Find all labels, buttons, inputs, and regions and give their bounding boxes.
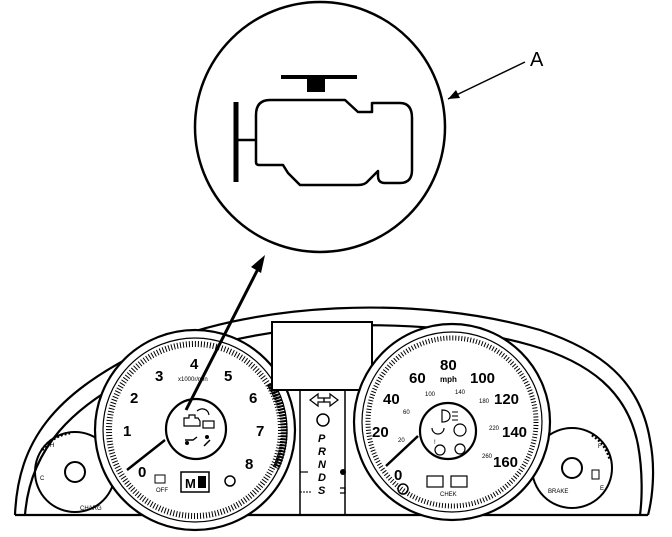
label-leader-line [447, 61, 526, 100]
speed-needle [385, 435, 419, 467]
mph-number-140: 140 [502, 424, 527, 441]
vsa-off-icon: OFF [154, 474, 168, 494]
door-ajar-icon [340, 487, 346, 494]
mph-number-120: 120 [494, 391, 519, 408]
turn-signal-right-icon [323, 392, 339, 408]
tach-number-2: 2 [130, 390, 138, 407]
gear-letter-r: R [318, 446, 326, 458]
indicator-dot [340, 469, 346, 475]
turn-signal-left-icon [309, 392, 325, 408]
cruise-icon [426, 475, 444, 488]
door-icon [196, 408, 210, 416]
fog-light-icon [300, 471, 312, 493]
tpms-icon: ! [431, 427, 445, 446]
speed-unit: mph [440, 375, 457, 384]
charge-label: CHARG [80, 506, 102, 512]
tach-number-1: 1 [123, 423, 131, 440]
tach-number-4: 4 [190, 356, 199, 373]
left-small-gauge: H C CHARG [34, 431, 116, 513]
tach-number-3: 3 [155, 368, 163, 385]
srs-icon [434, 444, 446, 456]
gear-letter-d: D [318, 472, 326, 484]
gear-letter-n: N [318, 459, 327, 471]
speedometer: 0 20 40 60 80 100 120 140 160 mph 20 60 … [352, 322, 552, 522]
tach-number-7: 7 [256, 423, 264, 440]
tach-unit: x1000r/min [178, 377, 208, 383]
tach-needle [126, 439, 166, 471]
mph-number-60: 60 [409, 370, 426, 387]
gear-letter-p: P [318, 433, 326, 445]
seatbelt-icon [203, 435, 211, 447]
low-fuel-icon [224, 475, 236, 487]
center-panel: P R N D S [271, 321, 373, 515]
svg-text:C: C [40, 476, 45, 482]
security-icon [450, 475, 468, 488]
mph-number-100: 100 [470, 370, 495, 387]
abs-icon [454, 443, 466, 455]
svg-text:E: E [600, 486, 604, 492]
tach-number-6: 6 [249, 390, 257, 407]
kmh-number-60: 60 [403, 410, 410, 416]
check-label: CHEK [440, 492, 457, 498]
immobilizer-icon [316, 413, 330, 427]
kmh-number-20: 20 [398, 438, 405, 444]
tach-number-5: 5 [224, 368, 232, 385]
gear-indicator-display: M [180, 471, 210, 493]
mph-number-20: 20 [372, 424, 389, 441]
headlight-icon [441, 409, 458, 423]
mph-number-40: 40 [383, 391, 400, 408]
center-display [271, 321, 373, 391]
mph-number-0: 0 [394, 467, 402, 484]
tire-pressure-icon [397, 483, 409, 495]
brake-system-icon [453, 423, 467, 437]
oil-icon [185, 436, 198, 445]
tach-number-8: 8 [245, 456, 253, 473]
tach-number-0: 0 [138, 464, 146, 481]
mph-number-80: 80 [440, 357, 457, 374]
tachometer: 0 1 2 3 4 5 6 7 8 x1000r/min OF [93, 328, 297, 532]
svg-text:!: ! [434, 440, 436, 446]
kmh-number-100: 100 [425, 392, 436, 398]
svg-text:H: H [50, 443, 54, 449]
gear-letter-s: S [318, 485, 326, 497]
callout-label: A [530, 49, 544, 71]
check-engine-icon [233, 75, 414, 187]
kmh-number-140: 140 [455, 390, 466, 396]
brake-label: BRAKE [548, 489, 568, 495]
gear-indicator-letter: M [185, 476, 196, 491]
engine-icon [183, 414, 201, 427]
kmh-number-220: 220 [489, 426, 500, 432]
svg-text:OFF: OFF [156, 488, 168, 494]
kmh-number-180: 180 [479, 399, 490, 405]
svg-text:F: F [598, 444, 602, 450]
tach-center-hub [164, 397, 228, 461]
battery-icon [202, 420, 215, 429]
pointer-arrow [184, 255, 265, 411]
kmh-number-260: 260 [482, 454, 493, 460]
mph-number-160: 160 [493, 454, 518, 471]
fuel-pump-icon [591, 469, 600, 480]
callout-magnifier [193, 0, 447, 254]
